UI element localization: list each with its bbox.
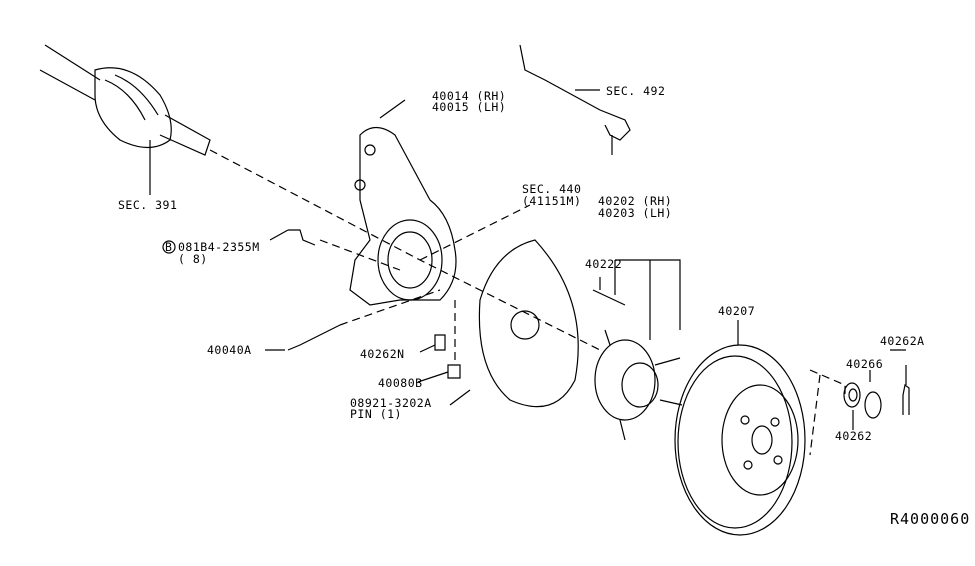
leader-nut (852, 370, 871, 430)
leader-knuckle (379, 99, 406, 119)
label-40262: 40262 (835, 429, 873, 443)
label-sec391: SEC. 391 (118, 198, 178, 212)
label-40207: 40207 (718, 304, 756, 318)
label-40262n: 40262N (360, 347, 405, 361)
label-hub-lh: 40203 (LH) (598, 206, 673, 220)
nut-40080b (447, 364, 461, 379)
drive-shaft (39, 44, 211, 156)
tie-rod-end (519, 44, 631, 155)
label-bolt-qty: ( 8) (178, 252, 208, 266)
label-40262a: 40262A (880, 334, 925, 348)
leader-hub (614, 259, 681, 340)
steering-knuckle (349, 126, 457, 306)
label-knuckle-rh: 40014 (RH) (432, 89, 507, 103)
dust-shield (478, 239, 579, 408)
label-40080b: 40080B (378, 376, 423, 390)
label-bolt-marker: B (165, 240, 173, 254)
nut-40262n (434, 334, 446, 351)
label-bolt-code: 081B4-2355M (178, 240, 260, 254)
label-pin-qty: PIN (1) (350, 407, 402, 421)
bolt-marker-circle (162, 240, 176, 254)
label-40040a: 40040A (207, 343, 252, 357)
label-40222: 40222 (585, 257, 623, 271)
wheel-hub (594, 329, 683, 441)
bolt-40040a (287, 324, 341, 351)
hub-nut (843, 382, 861, 408)
cotter-pin (902, 365, 910, 415)
label-sec440-part: (41151M) (522, 194, 582, 208)
assembly-axis-lines (209, 149, 846, 456)
label-40266: 40266 (846, 357, 884, 371)
label-sec440: SEC. 440 (522, 182, 582, 196)
brake-rotor (674, 344, 806, 536)
leaders-small (265, 229, 906, 406)
bolt-40222 (592, 289, 626, 306)
label-pin-code: 08921-3202A (350, 396, 432, 410)
label-hub-rh: 40202 (RH) (598, 194, 673, 208)
diagram-reference-code: R4000060 (890, 510, 971, 528)
nut-cap (864, 391, 882, 419)
bolt-081b4 (288, 229, 316, 246)
label-knuckle-lh: 40015 (LH) (432, 100, 507, 114)
label-sec492: SEC. 492 (606, 84, 666, 98)
